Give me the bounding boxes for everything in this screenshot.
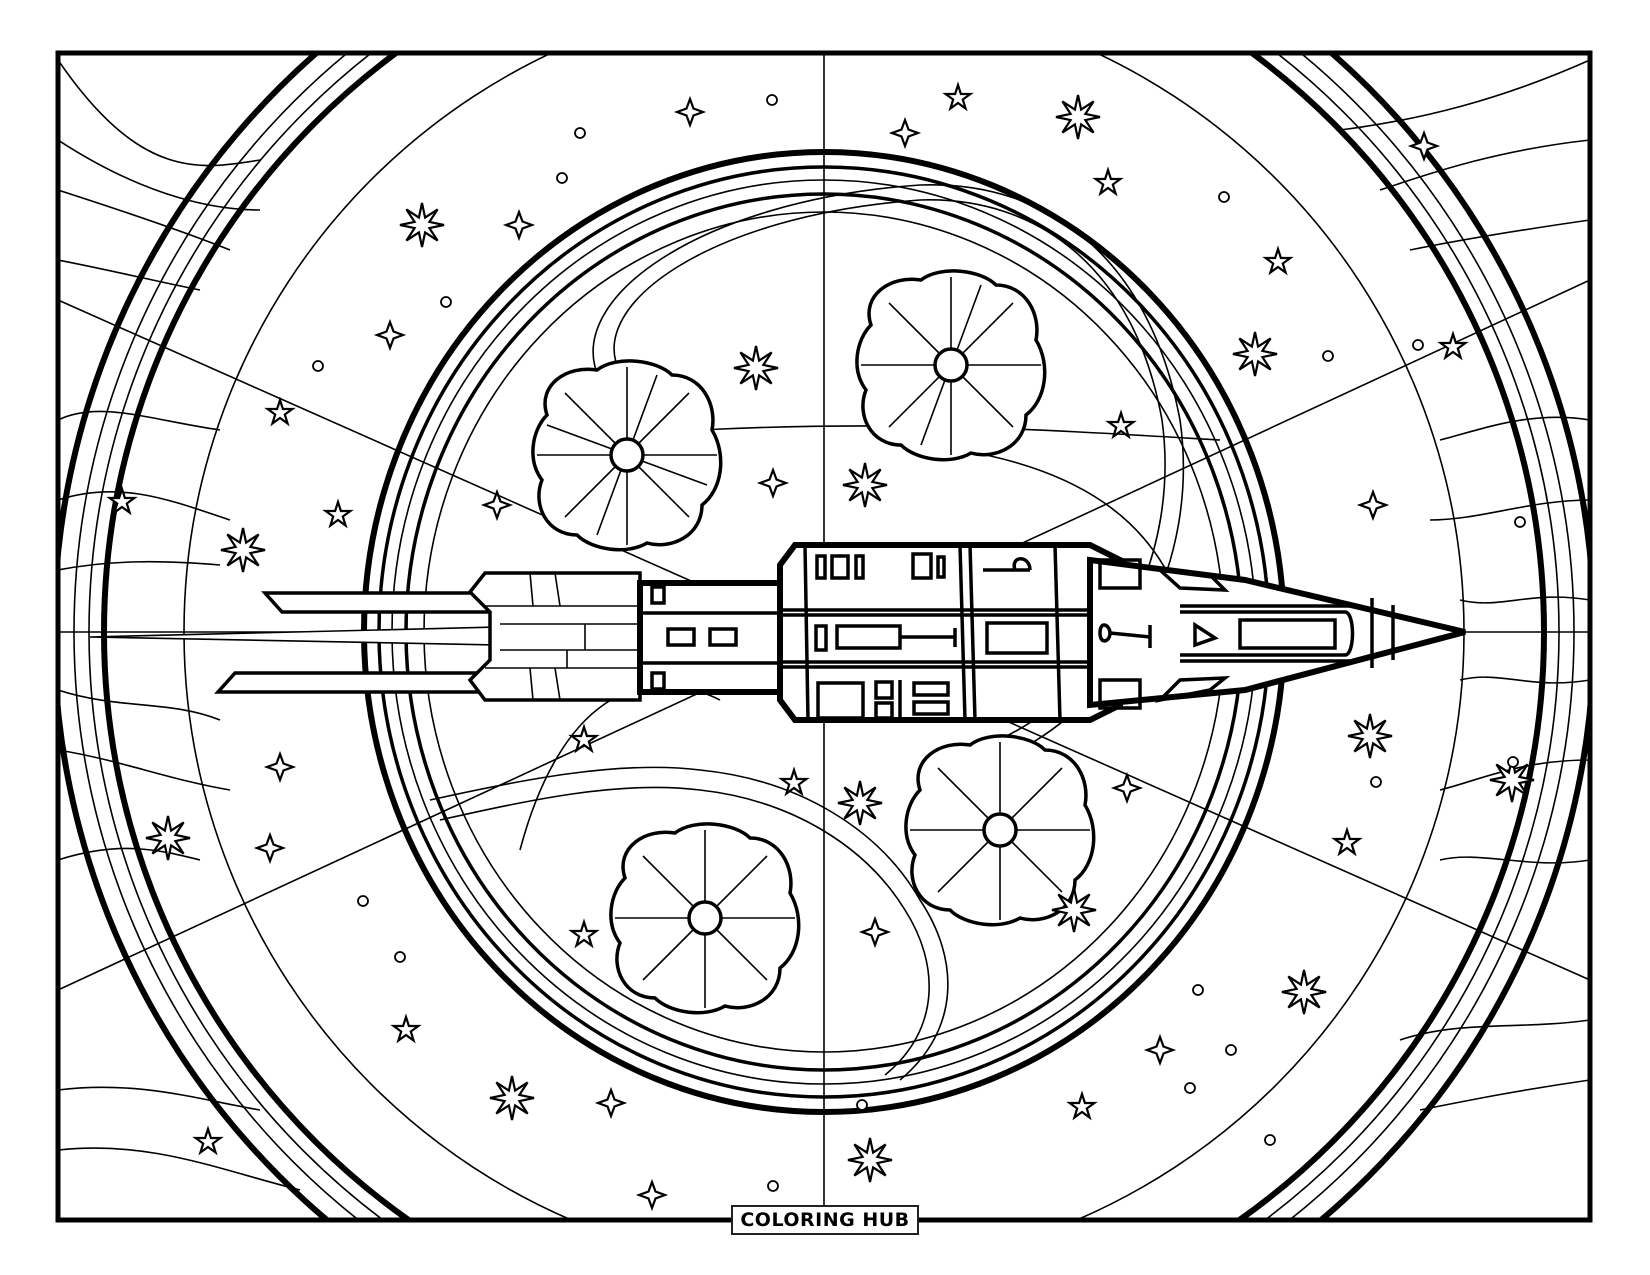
dot-icon — [1192, 984, 1204, 996]
star-icon — [1232, 331, 1278, 377]
star-icon — [489, 1075, 535, 1121]
star-icon — [1092, 166, 1124, 197]
dot-icon — [312, 360, 324, 372]
star-icon — [480, 488, 514, 522]
star-icon — [778, 766, 810, 797]
star-icon — [253, 831, 287, 865]
star-icon — [1281, 969, 1327, 1015]
dot-icon — [1264, 1134, 1276, 1146]
star-icon — [733, 345, 779, 391]
flower-4 — [904, 734, 1096, 927]
dot-icon — [574, 127, 586, 139]
dot-icon — [440, 296, 452, 308]
dot-icon — [1225, 1044, 1237, 1056]
star-icon — [263, 750, 297, 784]
star-icon — [673, 95, 707, 129]
star-icon — [1331, 826, 1363, 857]
star-icon — [1066, 1090, 1098, 1121]
star-icon — [568, 918, 600, 949]
star-icon — [888, 116, 922, 150]
star-icon — [1347, 713, 1393, 759]
dots — [312, 94, 1526, 1192]
flower-1 — [531, 359, 723, 552]
star-icon — [1143, 1033, 1177, 1067]
star-icon — [1105, 409, 1137, 440]
dot-icon — [766, 94, 778, 106]
flowers — [531, 269, 1096, 1015]
star-icon — [1489, 757, 1535, 803]
star-icon — [1262, 245, 1294, 276]
dot-icon — [1218, 191, 1230, 203]
dot-icon — [1412, 339, 1424, 351]
flower-2 — [855, 269, 1047, 462]
star-icon — [220, 527, 266, 573]
star-icon — [145, 815, 191, 861]
star-icon — [756, 466, 790, 500]
star-icon — [837, 780, 883, 826]
dot-icon — [1507, 756, 1519, 768]
dot-icon — [556, 172, 568, 184]
dot-icon — [1184, 1082, 1196, 1094]
star-icon — [858, 915, 892, 949]
dot-icon — [1514, 516, 1526, 528]
star-icon — [847, 1137, 893, 1183]
star-icon — [1055, 94, 1101, 140]
star-icon — [264, 396, 296, 427]
spaceship — [89, 542, 1466, 723]
dot-icon — [856, 1099, 868, 1111]
dot-icon — [1322, 350, 1334, 362]
flower-3 — [609, 822, 801, 1015]
brand-label: COLORING HUB — [731, 1205, 919, 1235]
star-icon — [1051, 887, 1097, 933]
star-icon — [106, 485, 138, 516]
star-icon — [1407, 129, 1441, 163]
stars — [106, 81, 1535, 1212]
star-icon — [390, 1013, 422, 1044]
star-icon — [842, 462, 888, 508]
star-icon — [399, 202, 445, 248]
dot-icon — [1370, 776, 1382, 788]
star-icon — [1437, 330, 1469, 361]
star-icon — [1110, 771, 1144, 805]
star-icon — [594, 1086, 628, 1120]
star-icon — [373, 318, 407, 352]
dot-icon — [394, 951, 406, 963]
dot-icon — [767, 1180, 779, 1192]
star-icon — [568, 723, 600, 754]
star-icon — [322, 498, 354, 529]
star-icon — [635, 1178, 669, 1212]
star-icon — [192, 1125, 224, 1156]
star-icon — [502, 208, 536, 242]
star-icon — [1356, 488, 1390, 522]
star-icon — [942, 81, 974, 112]
dot-icon — [357, 895, 369, 907]
